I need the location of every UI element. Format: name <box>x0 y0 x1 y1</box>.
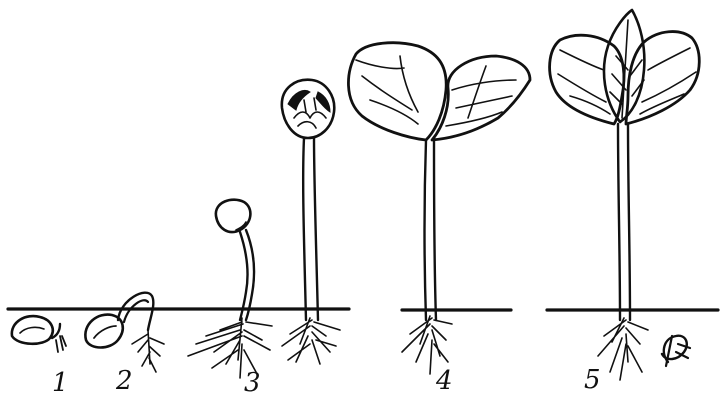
cotyledon-4-left-veins <box>356 56 418 124</box>
stem-4-left <box>425 140 427 320</box>
artist-monogram <box>662 336 690 366</box>
cotyledon-4-right <box>432 56 530 140</box>
stage-bud-seedling <box>282 80 340 364</box>
hypocotyl-hook-2-inner <box>124 300 148 322</box>
roots-1 <box>56 336 66 352</box>
stem-4-right <box>434 140 436 320</box>
stage-3-seedling <box>188 200 272 378</box>
seed-1-hilum <box>20 327 44 333</box>
stem-5-right <box>628 124 630 320</box>
stem-5-left <box>618 124 620 320</box>
seed-1-outline <box>12 316 53 344</box>
cotyledon-4-right-veins <box>446 66 516 126</box>
stem-3-left <box>240 232 248 320</box>
stem-bud-right <box>314 138 318 320</box>
stage-2-hook <box>85 293 164 372</box>
bud-dark-right <box>316 92 330 112</box>
roots-bud <box>282 318 340 364</box>
roots-5 <box>598 318 648 380</box>
stage-label-5: 5 <box>584 365 601 395</box>
soil-surface <box>8 309 718 310</box>
monogram-loop <box>662 336 687 362</box>
stem-bud-left <box>303 138 306 320</box>
seed-2-hilum <box>94 326 116 338</box>
cotyledon-4-left <box>348 43 446 140</box>
roots-2 <box>132 330 164 372</box>
stage-labels: 1 2 3 4 5 <box>52 365 601 396</box>
cotyledon-5-right-veins <box>640 48 696 114</box>
stage-4-open-cotyledons <box>348 43 530 374</box>
stage-1-seed <box>12 316 66 352</box>
stage-label-3: 3 <box>244 368 261 396</box>
stage-5-true-leaves <box>550 10 700 380</box>
seed-3-cotyledons <box>216 200 251 232</box>
stage-label-2: 2 <box>115 366 133 396</box>
bud-dark-left <box>288 91 310 111</box>
stage-label-4: 4 <box>435 366 453 396</box>
stage-label-1: 1 <box>52 368 69 396</box>
